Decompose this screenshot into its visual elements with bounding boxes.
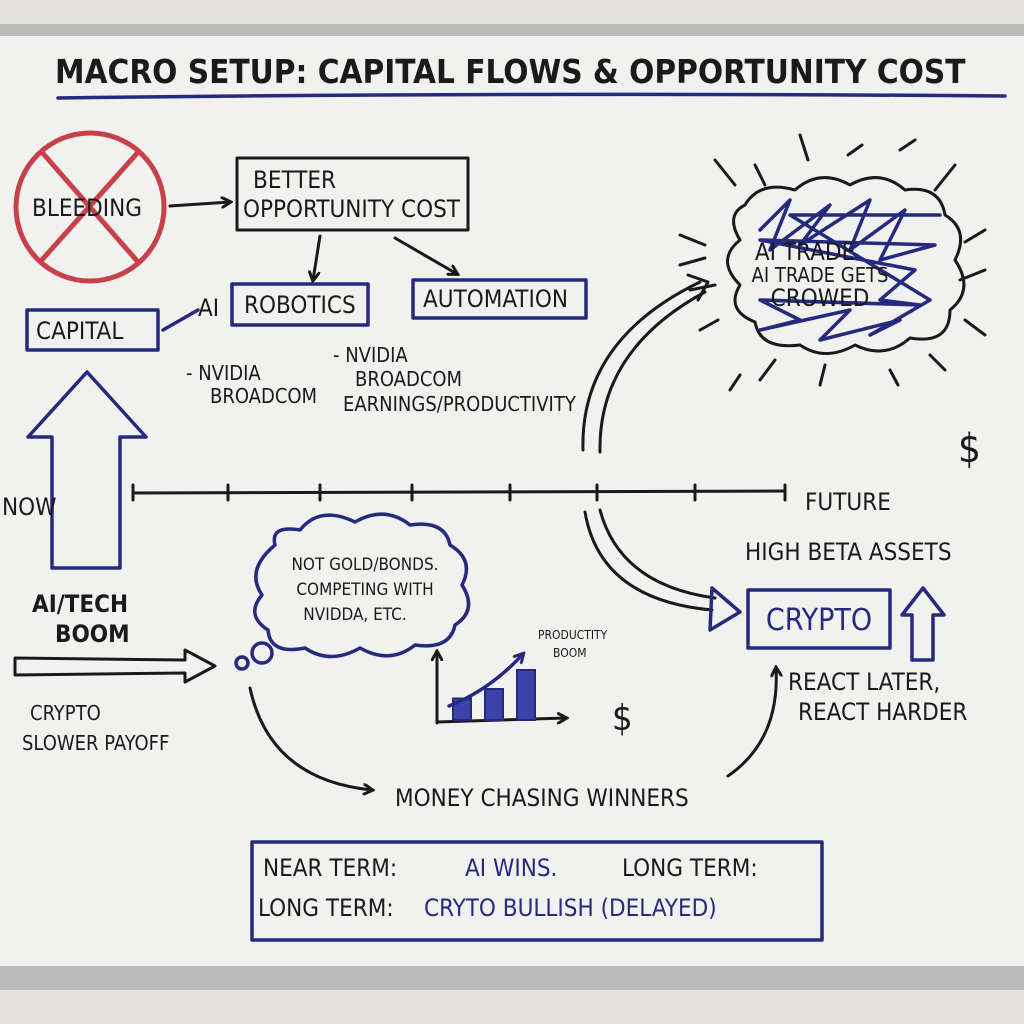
ray-mark [846,143,864,157]
arrow-bleeding-to-opportunity [168,202,230,206]
mini-bar [484,688,504,721]
arrow-to-automation [393,236,457,274]
radiating-marks [678,133,987,392]
ray-mark [753,163,767,187]
crypto-up-arrow-icon [900,586,946,662]
summary-box [250,840,824,942]
near-term-label: NEAR TERM: [263,854,397,882]
crypto-box [746,588,892,650]
right-arrow-icon [13,648,217,684]
ray-mark [758,358,777,382]
timeline-axis [131,483,787,502]
chart-label-1: PRODUCTITY [538,628,608,642]
scribble-line [758,198,942,342]
ray-mark [798,133,810,162]
board-title: MACRO SETUP: CAPITAL FLOWS & OPPORTUNITY… [55,52,966,91]
money-chasing-label: MONEY CHASING WINNERS [395,784,689,812]
ray-mark [958,268,987,282]
opportunity-line1: BETTER [253,166,336,194]
dollar-icon: $ [612,698,633,739]
notes-right-1: - NVIDIA [333,343,408,367]
arrow-to-crypto [726,668,776,778]
ai-tech-line1: AI/TECH [32,590,128,618]
big-up-arrow-icon [26,370,148,570]
capital-box [25,308,160,352]
curved-arrow-down [583,508,742,632]
notes-left-2: BROADCOM [210,384,317,408]
arrow-to-money [248,686,372,790]
react-line2: REACT HARDER [798,698,967,726]
ray-mark [728,373,742,392]
thought-line2: COMPETING WITH [296,580,433,600]
bleeding-label: BLEEDING [32,194,142,222]
high-beta-label: HIGH BETA ASSETS [745,538,952,566]
ray-mark [678,233,707,247]
ray-mark [688,283,717,292]
curved-arrow-up [581,273,710,454]
thought-line3: NVIDDA, ETC. [303,605,406,625]
ray-mark [713,158,737,187]
near-term-value: AI WINS. [465,854,557,882]
chart-label-2: BOOM [553,646,587,660]
ai-trade-line1: AI TRADE [755,238,855,266]
ray-mark [898,138,917,152]
timeline-now: NOW [2,493,57,521]
robotics-label: ROBOTICS [244,291,356,319]
thought-bubble-small [234,655,250,671]
ray-mark [678,256,707,267]
opportunity-line2: OPPORTUNITY COST [243,195,461,223]
thought-line1: NOT GOLD/BONDS. [291,555,438,575]
ray-mark [698,318,720,332]
opportunity-cost-box [235,156,470,232]
ray-mark [963,228,987,244]
robotics-box [230,282,370,327]
thought-bubble-large [250,641,274,665]
ai-prefix: AI [198,294,219,322]
bleeding-crossed-icon [13,130,167,284]
ai-trade-line3: CROWED [771,284,870,312]
crypto-slow-line2: SLOWER PAYOFF [22,731,169,755]
notes-left-1: - NVIDIA [186,361,261,385]
long-term-value: CRYTO BULLISH (DELAYED) [424,894,717,922]
ray-mark [888,368,900,387]
dollar-icon-right: $ [958,426,981,472]
long-term-label-1: LONG TERM: [622,854,758,882]
board-surface [0,36,1024,966]
ray-mark [963,318,987,337]
mini-bar [516,669,536,721]
capital-label: CAPITAL [36,317,123,345]
mini-bar-chart [437,652,566,725]
thought-cloud [253,512,471,659]
arrow-to-robotics [313,234,322,280]
ray-mark [818,363,827,387]
capital-to-ai-line [161,308,200,332]
timeline-future: FUTURE [805,488,891,516]
crypto-label: CRYPTO [766,603,872,638]
ai-trade-cloud [726,176,966,355]
automation-label: AUTOMATION [423,285,568,313]
ai-trade-line2: AI TRADE GETS [752,263,889,287]
notes-right-3: EARNINGS/PRODUCTIVITY [343,392,577,416]
automation-box [411,278,588,320]
ray-mark [933,163,957,192]
long-term-label-2: LONG TERM: [258,894,394,922]
title-underline [56,92,1007,100]
crowded-scribble [758,198,942,342]
ai-tech-line2: BOOM [55,620,130,648]
ray-mark [928,353,947,372]
notes-right-2: BROADCOM [355,367,462,391]
react-line1: REACT LATER, [788,668,940,696]
crypto-slow-line1: CRYPTO [30,701,101,725]
